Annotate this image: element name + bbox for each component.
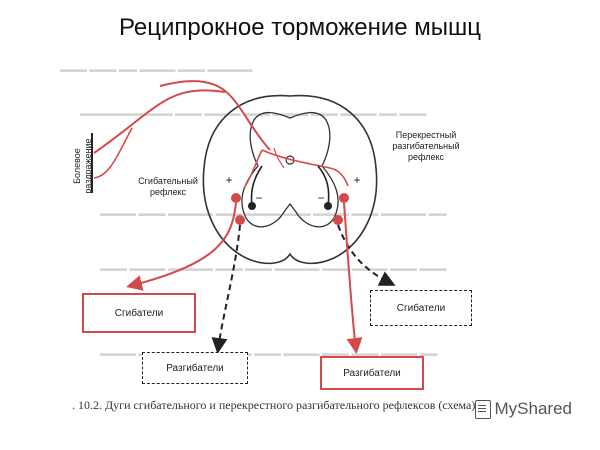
scan-background-text: ▬▬▬▬ ▬▬▬ ▬▬▬▬ ▬▬▬▬▬ ▬▬▬ ▬▬▬▬ ▬▬▬ ▬▬▬ ▬▬▬…: [100, 348, 438, 358]
reflex-diagram: ▬▬▬ ▬▬▬ ▬▬ ▬▬▬▬ ▬▬▬ ▬▬▬▬▬ ▬▬▬▬▬▬▬ ▬▬▬ ▬▬…: [40, 58, 580, 428]
interneuron-left: [243, 149, 263, 189]
scan-background-text: ▬▬▬▬▬▬▬ ▬▬▬ ▬▬▬ ▬▬▬▬ ▬▬▬ ▬▬▬▬ ▬▬▬ ▬▬▬▬ ▬…: [80, 108, 427, 118]
afferent-fiber-lower: [93, 127, 133, 179]
box-extensors-left-label: Разгибатели: [166, 362, 224, 374]
box-flexors-right-label: Сгибатели: [396, 302, 446, 314]
afferent-root: [159, 80, 271, 151]
box-extensors-left: Разгибатели: [142, 352, 248, 384]
right-inhibitory-fiber: [317, 165, 330, 207]
box-extensors-right-label: Разгибатели: [343, 367, 401, 379]
interneuron-crossing: [261, 149, 349, 187]
interneuron-small: [273, 147, 285, 169]
minus-sign-left: −: [255, 191, 263, 205]
afferent-fiber: [93, 89, 226, 154]
minus-sign-right: −: [317, 191, 325, 205]
efferent-right-extensors: [343, 202, 363, 354]
efferent-right-flexors: [337, 224, 396, 286]
slide-title: Реципрокное торможение мышц: [118, 14, 482, 41]
efferent-left-extensors: [211, 224, 241, 354]
spinal-cord-outline: [202, 94, 378, 265]
left-flexor-motoneuron: [231, 193, 241, 203]
box-flexors-left: Сгибатели: [82, 293, 196, 333]
myshared-watermark: MyShared: [474, 399, 572, 419]
document-icon: [474, 399, 491, 419]
plus-sign-right: +: [353, 173, 361, 187]
box-flexors-left-label: Сгибатели: [114, 307, 164, 319]
stimulus-label-wrap: Болевое раздражение: [68, 136, 118, 196]
box-flexors-right: Сгибатели: [370, 290, 472, 326]
scan-background-text: ▬▬▬ ▬▬▬▬ ▬▬▬▬▬ ▬▬▬ ▬▬▬ ▬▬▬▬▬ ▬▬▬ ▬▬▬▬ ▬▬…: [100, 263, 447, 273]
efferent-left-flexors: [126, 202, 237, 291]
stimulus-label: Болевое раздражение: [72, 138, 93, 194]
crossed-reflex-label: Перекрестный разгибательный рефлекс: [392, 130, 460, 162]
scan-background-text: ▬▬▬▬ ▬▬▬ ▬▬▬▬▬ ▬▬▬ ▬▬▬▬ ▬▬▬ ▬▬▬▬ ▬▬▬ ▬▬▬…: [100, 208, 447, 218]
figure-caption: . 10.2. Дуги сгибательного и перекрестно…: [72, 398, 476, 412]
right-flexor-motoneuron: [333, 215, 343, 225]
box-extensors-right: Разгибатели: [320, 356, 424, 390]
watermark-text: MyShared: [494, 399, 572, 418]
plus-sign-left: +: [225, 173, 233, 187]
left-extensor-motoneuron: [235, 215, 245, 225]
left-inhibitory-fiber: [250, 165, 263, 207]
gray-matter: [241, 111, 339, 228]
flexion-reflex-label: Сгибательный рефлекс: [138, 176, 198, 197]
diagram-graphics: [91, 80, 396, 354]
right-extensor-motoneuron: [339, 193, 349, 203]
scan-background-text: ▬▬▬ ▬▬▬ ▬▬ ▬▬▬▬ ▬▬▬ ▬▬▬▬▬: [60, 64, 253, 74]
